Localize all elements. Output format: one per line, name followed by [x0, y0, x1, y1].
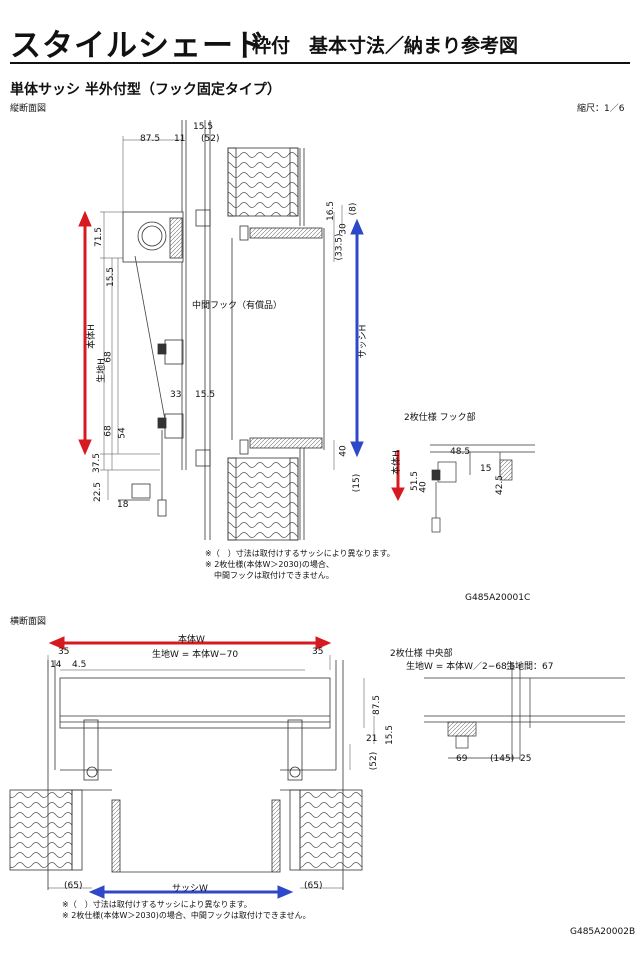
page-title: スタイルシェード	[10, 28, 266, 64]
body-w-label: 本体W	[178, 635, 205, 645]
center-gap-label: 生地間：67	[506, 662, 554, 672]
center-dim-25: 25	[520, 754, 532, 764]
scale-label: 縮尺：1／6	[577, 104, 625, 114]
hook-dim-42-5: 42.5	[495, 474, 506, 496]
center-dim-69: 69	[456, 754, 468, 764]
dim-16-5: 16.5	[326, 200, 337, 222]
dim-22-5: 22.5	[93, 481, 104, 503]
hook-detail-drawing	[430, 444, 535, 533]
dim-40: 40	[338, 445, 349, 457]
horizontal-section-drawing	[9, 660, 363, 890]
dim-11: 11	[174, 134, 186, 144]
h-dim-21: 21	[366, 734, 378, 744]
dim-8: (8)	[348, 202, 359, 216]
sash-w-arrow	[88, 885, 294, 899]
sash-w-label: サッシW	[172, 884, 208, 894]
sash-h-arrow	[350, 218, 364, 458]
dim-54: 54	[117, 427, 128, 439]
dim-33: 33	[170, 390, 182, 400]
h-dim-65-right: (65)	[304, 881, 323, 891]
vertical-note-1: ※（ ）寸法は取付けするサッシにより異なります。	[205, 549, 395, 558]
hook-dim-15: 15	[480, 464, 492, 474]
opening-h-label: 生地H	[96, 358, 107, 383]
center-opening-formula: 生地W = 本体W／2−68.5	[406, 662, 516, 672]
dim-15-5-top: 15.5	[193, 122, 214, 132]
dim-30: 30	[338, 223, 349, 235]
body-w-arrow	[48, 636, 332, 650]
dim-15-5-mid: 15.5	[195, 390, 216, 400]
horizontal-dim-lines	[47, 655, 375, 889]
hook-dim-40: 40	[418, 481, 429, 493]
section-title: 単体サッシ 半外付型（フック固定タイプ）	[10, 82, 281, 98]
center-detail-label: 2枚仕様 中央部	[390, 649, 453, 659]
dim-37-5: 37.5	[92, 452, 103, 474]
vertical-note-3: 中間フックは取付けできません。	[214, 571, 334, 580]
h-dim-65-left: (65)	[64, 881, 83, 891]
horizontal-drawing-code: G485A20002B	[570, 927, 636, 937]
title-rule	[10, 62, 630, 64]
vertical-note-2: ※ 2枚仕様(本体W＞2030)の場合、	[205, 560, 334, 569]
hook-detail-body-h: 本体H	[391, 450, 402, 475]
dim-87-5: 87.5	[140, 134, 161, 144]
page-subtitle: 枠付 基本寸法／納まり参考図	[252, 35, 519, 57]
vertical-dim-lines	[100, 136, 343, 500]
dim-71-5: 71.5	[94, 226, 105, 248]
vertical-section-label: 縦断面図	[10, 104, 47, 114]
dim-33-5: (33.5)	[334, 233, 345, 261]
h-dim-52: (52)	[369, 751, 380, 771]
h-dim-87-5: 87.5	[372, 694, 383, 716]
hook-detail-label: 2枚仕様 フック部	[404, 413, 476, 423]
h-dim-4-5: 4.5	[72, 660, 87, 670]
h-dim-15-5: 15.5	[385, 724, 396, 746]
dim-52: (52)	[201, 134, 220, 144]
dim-15: (15)	[352, 473, 363, 493]
dim-18: 18	[117, 500, 129, 510]
body-h-label: 本体H	[86, 324, 97, 349]
sash-h-label: サッシH	[358, 324, 369, 359]
h-dim-14: 14	[50, 660, 62, 670]
horizontal-note-2: ※ 2枚仕様(本体W＞2030)の場合、中間フックは取付けできません。	[62, 911, 311, 920]
center-dim-145: (145)	[490, 754, 515, 764]
h-dim-35-right: 35	[312, 647, 324, 657]
center-detail-drawing	[424, 665, 625, 760]
hook-dim-48-5: 48.5	[450, 447, 471, 457]
vertical-drawing-code: G485A20001C	[465, 593, 531, 603]
horizontal-note-1: ※（ ）寸法は取付けするサッシにより異なります。	[62, 900, 252, 909]
h-dim-35-left: 35	[58, 647, 70, 657]
dim-68-lower: 68	[103, 425, 114, 437]
opening-w-formula: 生地W = 本体W−70	[152, 650, 239, 660]
hook-label: 中間フック（有償品）	[192, 301, 283, 311]
body-h-arrow	[78, 210, 92, 456]
horizontal-section-label: 横断面図	[10, 617, 47, 627]
vertical-section-drawing	[118, 120, 325, 541]
hook-detail-arrow	[391, 450, 405, 502]
dim-15-5-left: 15.5	[106, 266, 117, 288]
